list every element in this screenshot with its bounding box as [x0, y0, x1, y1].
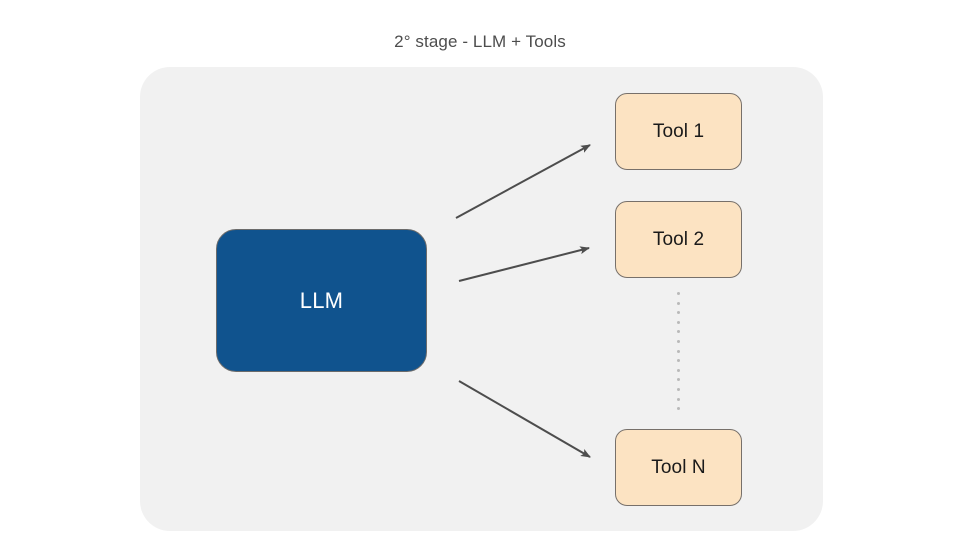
ellipsis-dot	[677, 340, 680, 343]
ellipsis-dot	[677, 388, 680, 391]
ellipsis-dot	[677, 407, 680, 411]
node-tool-1[interactable]: Tool 1	[615, 93, 742, 170]
ellipsis-dot	[677, 378, 680, 382]
ellipsis-dot	[677, 368, 680, 372]
ellipsis-dot	[677, 349, 680, 353]
ellipsis-dot	[677, 311, 680, 315]
node-tool-n-label: Tool N	[651, 457, 706, 478]
ellipsis-dot	[677, 301, 680, 305]
page-title: 2° stage - LLM + Tools	[394, 32, 566, 51]
ellipsis-dot	[677, 397, 680, 401]
ellipsis-dot	[677, 330, 680, 334]
node-tool-1-label: Tool 1	[652, 121, 705, 142]
node-tool-2-label: Tool 2	[652, 229, 705, 250]
ellipsis-dot	[677, 320, 680, 324]
vertical-ellipsis-icon	[674, 292, 686, 412]
node-llm-label: LLM	[299, 287, 344, 313]
node-llm[interactable]: LLM	[216, 229, 427, 372]
ellipsis-dot	[677, 359, 680, 363]
ellipsis-dot	[677, 292, 680, 295]
node-tool-2[interactable]: Tool 2	[615, 201, 742, 278]
node-tool-n[interactable]: Tool N	[615, 429, 742, 506]
